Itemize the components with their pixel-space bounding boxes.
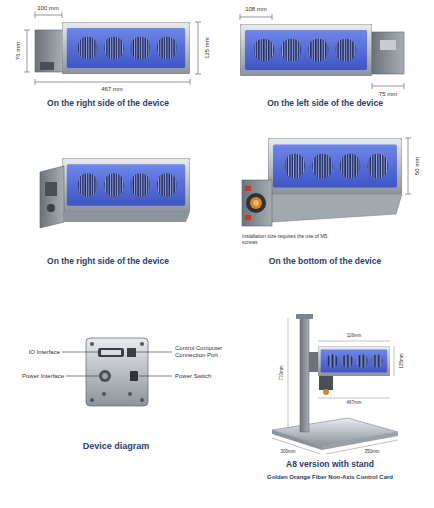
port-label: IO Interface (29, 349, 60, 356)
device-bottom (242, 138, 402, 226)
port-label: Power Interface (22, 373, 64, 380)
leader-lines (62, 352, 172, 376)
figure-subcaption: Golden Orange Fiber Non-Axis Control Car… (267, 474, 393, 481)
dimension: 300mm (279, 449, 296, 454)
installation-note: Installation size requires the use of M5… (242, 234, 330, 246)
dimension: 467 mm (100, 86, 124, 93)
dimension-lines (272, 318, 398, 454)
device-end-plate (86, 338, 148, 406)
dimension: 467mm (345, 400, 362, 405)
view-caption: On the left side of the device (267, 99, 383, 109)
device-right-side (35, 22, 190, 74)
dimension: 50 mm (414, 156, 421, 176)
view-caption: Device diagram (83, 441, 150, 451)
view-caption: On the right side of the device (47, 257, 169, 267)
dimension: 116mm (346, 333, 363, 338)
device-right-angle (40, 158, 190, 228)
dimension: 76 mm (15, 41, 22, 61)
device-left-side (240, 24, 404, 76)
dimension: 125mm (399, 352, 404, 369)
view-caption: On the bottom of the device (269, 257, 381, 267)
dimension: 108 mm (244, 6, 268, 13)
dimension: 75 mm (378, 91, 398, 98)
dimension-lines (24, 12, 201, 85)
view-caption: On the right side of the device (47, 99, 169, 109)
dimension: 100 mm (36, 5, 60, 12)
dimension: 125 mm (204, 36, 211, 60)
dimension: 770mm (279, 364, 284, 381)
stand-assembly (272, 314, 398, 450)
dimension-lines (240, 14, 404, 89)
port-label: Control Computer Connection Port (175, 345, 245, 359)
figure-caption: A8 version with stand (286, 460, 374, 470)
port-label: Power Switch (175, 373, 211, 380)
dimension-lines (405, 138, 411, 194)
dimension: 350mm (363, 449, 380, 454)
